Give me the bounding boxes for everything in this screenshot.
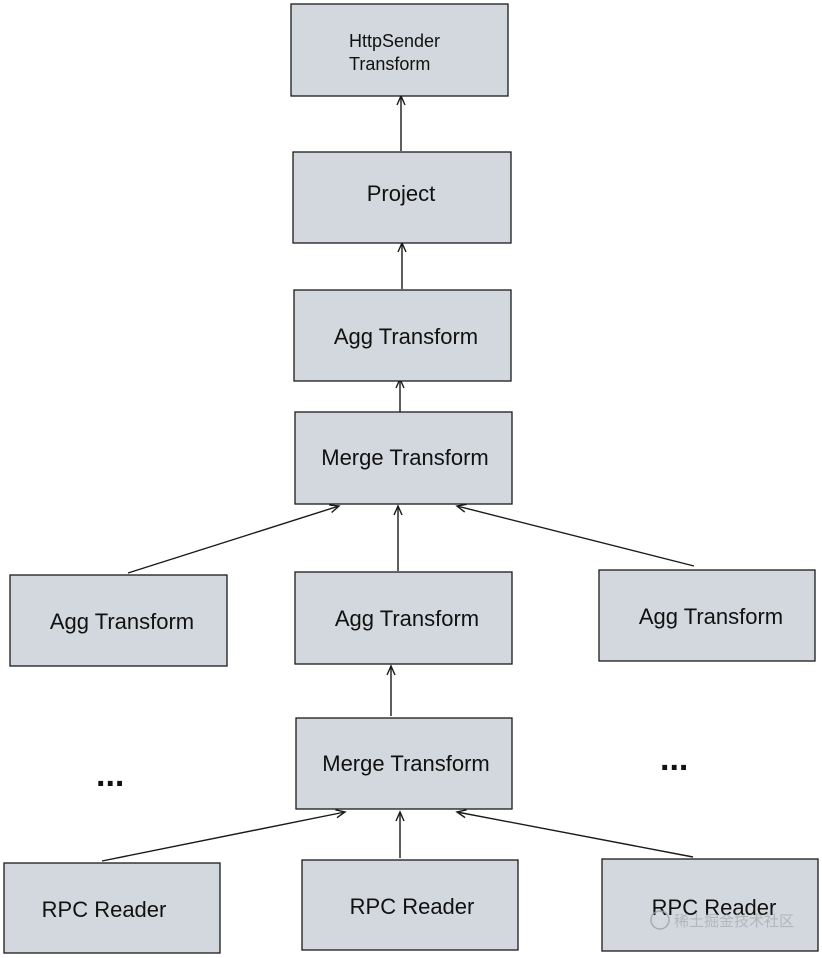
edge-rpc-right-to-merge-bottom (455, 809, 694, 858)
node-httpsender-transform: HttpSender Transform (290, 3, 509, 97)
node-agg-center-label: Agg Transform (335, 606, 479, 631)
watermark-logo-icon (650, 910, 670, 930)
node-agg-transform-left: Agg Transform (9, 574, 228, 667)
ellipsis-left: ... (96, 756, 124, 794)
node-agg-right-label: Agg Transform (639, 604, 783, 629)
node-agg-transform-center: Agg Transform (294, 571, 513, 665)
watermark: 稀土掘金技术社区 (650, 910, 794, 930)
node-agg-top-label: Agg Transform (334, 324, 478, 349)
edge-agg-left-to-merge-top (127, 504, 341, 574)
edge-agg-right-to-merge-top (455, 503, 695, 567)
node-rpc-reader-right: RPC Reader (601, 858, 819, 952)
node-project-label: Project (367, 181, 435, 206)
node-rpc-right-label: RPC Reader (652, 895, 777, 920)
node-agg-transform-right: Agg Transform (598, 569, 816, 662)
node-merge-transform-bottom: Merge Transform (295, 717, 513, 810)
node-project: Project (292, 151, 512, 244)
node-agg-transform-top: Agg Transform (293, 289, 512, 382)
node-rpc-reader-left: RPC Reader (3, 862, 221, 954)
node-merge-top-label: Merge Transform (321, 445, 489, 470)
watermark-text: 稀土掘金技术社区 (674, 912, 794, 930)
node-merge-bottom-label: Merge Transform (322, 751, 490, 776)
edges (101, 94, 695, 862)
node-merge-transform-top: Merge Transform (294, 411, 513, 505)
node-agg-left-label: Agg Transform (50, 609, 194, 634)
node-rpc-center-label: RPC Reader (350, 894, 475, 919)
ellipsis-right: ... (660, 740, 688, 778)
node-httpsender-line-2: Transform (349, 54, 430, 74)
edge-rpc-left-to-merge-bottom (101, 809, 347, 862)
node-httpsender-line-1: HttpSender (349, 31, 440, 51)
node-rpc-reader-center: RPC Reader (301, 859, 519, 951)
node-rpc-left-label: RPC Reader (42, 897, 167, 922)
